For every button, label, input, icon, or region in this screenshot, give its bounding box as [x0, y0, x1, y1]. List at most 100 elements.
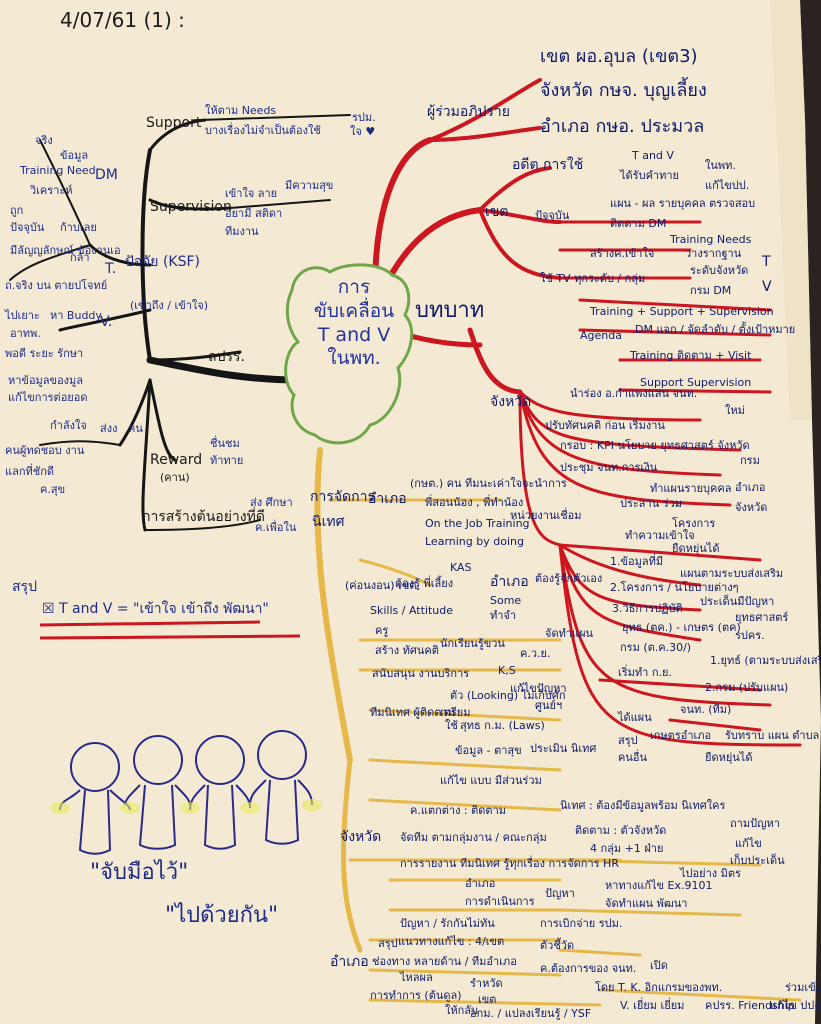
y-team-goal: (กษต.) คน ทีมนะเค่าใจจะนำการ	[410, 477, 567, 490]
present-v-letter: V	[762, 279, 772, 295]
left-real: จริง	[35, 134, 53, 147]
y-fix-zone: แนวทางแก้ไข : 4/เขต	[398, 935, 505, 948]
y-friend: ไปอย่าง มิตร	[680, 867, 741, 880]
present-plan2: ระดับจังหวัด	[690, 264, 749, 277]
center-line-4: ในพท.	[327, 347, 381, 370]
y-team-group: จัดทีม ตามกลุ่มงาน / คณะกลุ่ม	[400, 831, 547, 844]
y-online: ไหลผล	[400, 971, 433, 984]
y-district: อำเภอ	[368, 491, 407, 507]
district-strategy: ยุทธ (ตค.) - เกษตร (ตค)	[622, 621, 741, 634]
district-receive: รับทราบ แผน ตำบล	[725, 729, 820, 742]
center-line-3: T and V	[317, 323, 391, 346]
y-line: รำหวัด	[470, 977, 503, 990]
province-district: อำเภอ	[735, 481, 766, 494]
province-kpi: กรอบ : KPI นโยบาย ยุทธศาสตร์ จังหวัด	[560, 439, 750, 452]
left-kill: ค.เพื่อใน	[255, 521, 297, 534]
left-happy: มีความสุข	[285, 179, 334, 192]
left-lpr: ลปรร.	[208, 349, 245, 365]
left-empathy: อยามี สติดา	[225, 207, 283, 220]
y-data: ข้อมูล - ตาสุข	[455, 744, 522, 757]
support-supervision: Support Supervision	[640, 376, 752, 389]
present-create: สร้างค.เข้าใจ	[590, 247, 655, 260]
y-chr: คปรร. Friendship	[705, 999, 795, 1012]
left-not-sure: บางเรื่องไม่จำเป็นต้องใช้	[205, 124, 321, 137]
left-encourage: มีลัญญลักษณ์ ข้องานเอ	[10, 244, 121, 257]
y-follow-up: พี่สอนน้อง , พี่ทำน้อง	[425, 496, 524, 509]
y-follow-prov: ติดตาม : ตัวจังหวัด	[575, 824, 667, 837]
province-visit2: ทำความเข้าใจ	[625, 529, 695, 542]
y-district2: อำเภอ	[465, 877, 496, 890]
left-admire: ชื่นชม	[210, 437, 240, 450]
left-dm: DM	[95, 167, 118, 183]
province-lead: นำร่อง อ.กำแพงแสน จนท.	[570, 387, 698, 400]
center-line-1: การ	[337, 276, 371, 298]
participant-zone: เขต ผอ.อุบล (เขต3)	[540, 46, 698, 67]
y-t-v: โดย T. K. อิกแกรมของพท.	[595, 981, 723, 994]
province-meet2: กรม	[740, 454, 760, 467]
left-person-work: คนผู้ทดชอบ งาน	[5, 444, 85, 457]
y-channel: ช่องทาง หลายด้าน / ทีมอำเภอ	[372, 955, 517, 968]
district-item1b: แผนตามระบบส่งเสริม	[680, 567, 784, 580]
province-meeting: ประชุม จนท.การเงิน	[560, 461, 658, 474]
province-adjust: ปรับทัศนคติ ก่อน เริ่มงาน	[545, 419, 665, 432]
district-officer: จนท. (ทีม)	[680, 703, 732, 716]
y-aog: ค.ว.ย.	[520, 647, 551, 660]
y-knowledge: ต้องรู้ พี่เลี้ยง	[395, 577, 454, 590]
past-in-area: ในพท.	[705, 159, 736, 172]
left-thai-person: แลกที่ชักดี	[5, 465, 55, 478]
center-cloud	[284, 263, 414, 445]
y-use: ใช้	[445, 719, 458, 732]
y-province: จังหวัด	[340, 829, 382, 845]
left-send: ส่งง	[100, 422, 118, 435]
left-teamwork: ทีมงาน	[225, 225, 259, 238]
y-problem: แก้ไขปัญหา	[510, 682, 567, 695]
left-heart: ใจ ♥	[350, 125, 376, 138]
left-correct: ถูก	[10, 204, 24, 217]
y-solve-prob: แก้ไข ปปง.	[770, 999, 821, 1012]
y-some: Some	[490, 594, 522, 607]
y-network: เขต	[478, 993, 497, 1006]
training-plus: Training + Support + Supervision	[590, 305, 774, 318]
y-supervise: นิเทศ	[312, 514, 345, 530]
y-join: ร่วมเข้ม	[785, 981, 821, 994]
district-step2: 2.กรม (ปรับแผน)	[705, 681, 789, 694]
y-problem-issue: ถามปัญหา	[730, 817, 780, 830]
left-model: การสร้างต้นอย่างที่ดี	[142, 509, 265, 525]
district-item1: 1.ข้อมูลที่มี	[610, 555, 664, 568]
training-visit: Training ติดตาม + Visit	[630, 349, 752, 362]
y-team-supervise: ทีมนิเทศ ผู้ติดตาม	[370, 706, 455, 719]
left-build: กำลังใจ	[50, 419, 87, 432]
y-team-supervise2: ทีมนิเทศ รู้ทุกเรื่อง การจัดการ HR	[460, 857, 619, 870]
left-learn: ส่ง ศึกษา	[250, 496, 293, 509]
district-item2: 2.โครงการ / นโยบายต่างๆ	[610, 581, 739, 594]
past-fix: แก้ไขปป.	[705, 179, 750, 192]
province-visit3: ยืดหยุ่นได้	[672, 542, 720, 555]
y-zone-note: (ค่อนงอน) เขต	[345, 579, 417, 592]
left-true-basis: ถ.จริง บน ตายปโจทย์	[5, 279, 108, 292]
y-friend-zone: ให้กลับ	[445, 1004, 479, 1017]
y-support: สนับสนุน งานบริการ	[372, 667, 470, 680]
province-label: จังหวัด	[490, 394, 532, 410]
y-fail: ปัญหา / รักกันไม่ทัน	[400, 917, 495, 930]
participant-district: อำเภอ กษอ. ประมวล	[540, 116, 705, 137]
present-plan: แผน - ผล รายบุคคล ตรวจสอบ	[610, 197, 756, 210]
y-collect: เก็บประเด็น	[730, 854, 785, 867]
left-dare: กล้า	[70, 251, 90, 264]
district-step1: 1.ยุทธ์ (ตามระบบส่งเสริม)	[710, 654, 821, 667]
left-humble: เข้าใจ ลาย	[225, 187, 278, 200]
district-farmer: เกษตรอำเภอ	[650, 729, 712, 742]
participants-label: ผู้ร่วมอภิปราย	[427, 104, 510, 120]
y-district3: อำเภอ	[330, 954, 369, 970]
slogan-go-together: "ไปด้วยกัน"	[165, 903, 279, 928]
district-item3: 3.วิธีการปฏิบัติ	[612, 602, 683, 615]
summary-formula: ☒ T and V = "เข้าใจ เข้าถึง พัฒนา"	[42, 601, 269, 617]
left-t-label: T.	[105, 261, 117, 277]
y-v2: V. เยี่ยม เยี่ยม	[620, 999, 685, 1012]
district-plan-have: ได้แผน	[618, 711, 652, 724]
past-accept: ได้รับคำทาย	[620, 169, 679, 182]
y-problem2: ปัญหา	[545, 887, 575, 900]
province-plan-person: ทำแผนรายบุคคล	[650, 482, 732, 495]
y-learn: ทำจำ	[490, 609, 517, 622]
